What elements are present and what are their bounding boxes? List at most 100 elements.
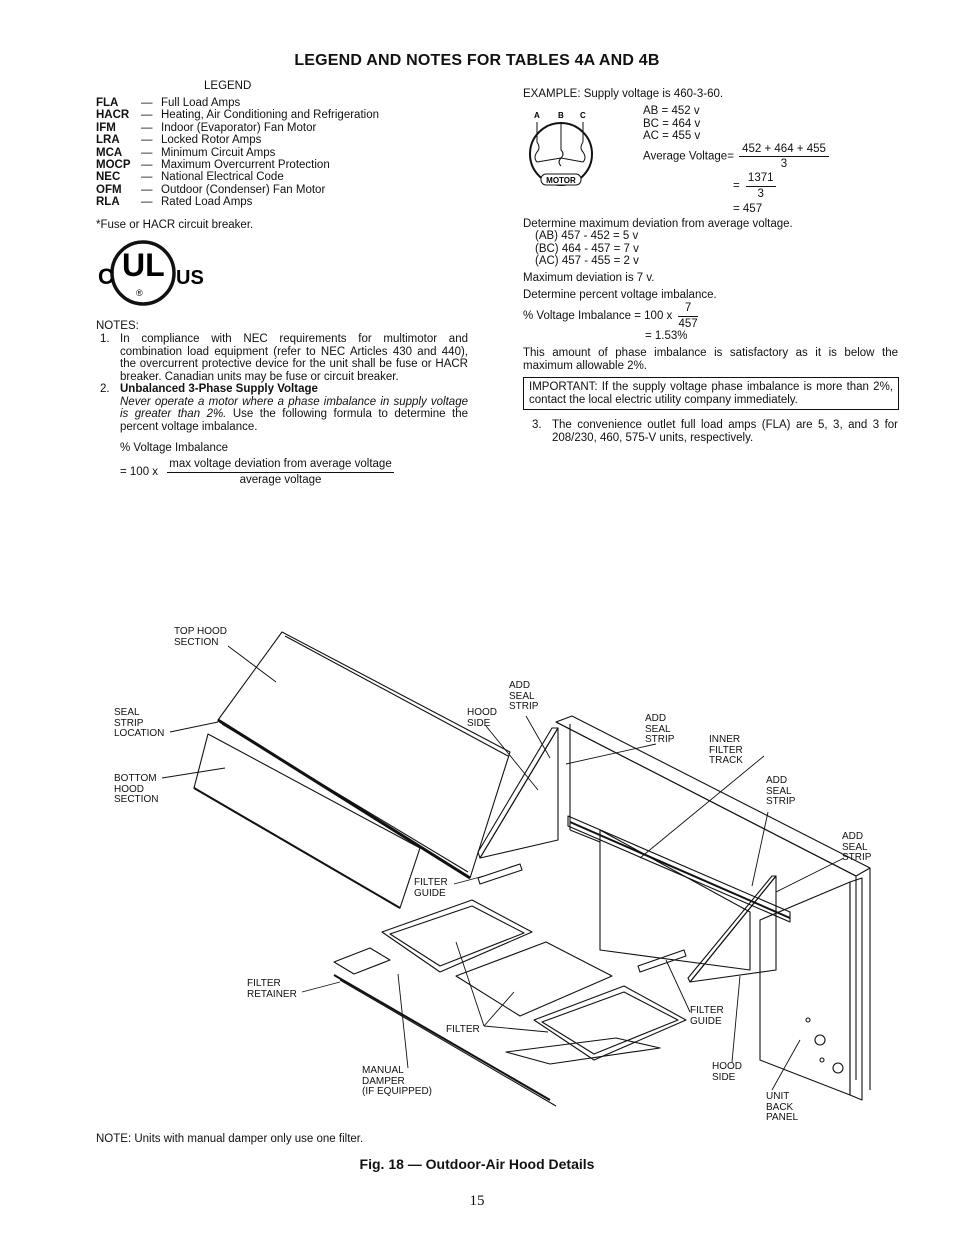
filter-guide-left-part [477,863,523,885]
figure-caption: Fig. 18 — Outdoor-Air Hood Details [359,1156,595,1172]
label-add-seal-strip-4: ADD SEAL STRIP [842,831,872,863]
average-result: = 457 [733,203,763,215]
legend-heading: LEGEND [204,80,252,92]
percent-denominator: 457 [678,317,698,330]
average-step: = 1371 3 [733,172,776,200]
motor-label: MOTOR [546,176,576,185]
legend-def: Heating, Air Conditioning and Refrigerat… [161,109,379,122]
percent-numerator: 7 [678,302,698,317]
top-hood-section-part [217,631,511,879]
note-text: In compliance with NEC requirements for … [120,333,468,383]
step-denominator: 3 [757,187,764,200]
legend-def: Rated Load Amps [161,196,253,209]
legend-row: MCA — Minimum Circuit Amps [96,147,379,159]
percent-formula: % Voltage Imbalance = 100 x 7 457 [523,302,698,330]
percent-intro: Determine percent voltage imbalance. [523,289,717,301]
legend-dash: — [141,171,153,184]
fuse-note: *Fuse or HACR circuit breaker. [96,219,254,231]
label-seal-strip-location: SEAL STRIP LOCATION [114,707,165,739]
label-hood-side-top: HOOD SIDE [467,707,497,729]
legend-def: Locked Rotor Amps [161,134,262,147]
legend-dash: — [141,97,153,109]
outdoor-air-hood-diagram [161,631,871,1107]
legend-dash: — [141,146,153,159]
label-add-seal-strip-3: ADD SEAL STRIP [766,775,796,807]
percent-fraction: 7 457 [678,302,698,330]
ul-c-letter: C [98,264,114,289]
label-filter-guide-right: FILTER GUIDE [690,1005,724,1027]
legend-def: Indoor (Evaporator) Fan Motor [161,121,317,134]
figure-note: NOTE: Units with manual damper only use … [96,1133,364,1145]
filter-middle-part [455,941,613,1017]
note-number: 2. [100,383,110,395]
unit-back-panel-part [759,877,863,1101]
legend-dash: — [141,134,153,147]
average-numerator: 452 + 464 + 455 [739,143,829,157]
label-manual-damper: MANUAL DAMPER (IF EQUIPPED) [362,1065,433,1097]
legend-row: IFM — Indoor (Evaporator) Fan Motor [96,122,379,134]
percent-label: % Voltage Imbalance = 100 x [523,310,673,323]
note-2-body: Use the following formula to determine t… [120,408,468,433]
ul-us-letters: US [176,267,204,289]
formula-prefix: = 100 x [120,466,159,479]
step-fraction: 1371 3 [745,172,776,200]
label-filter: FILTER [446,1024,480,1035]
formula-label: % Voltage Imbalance [120,442,229,454]
average-voltage-label: Average Voltage= [643,150,734,163]
unit-frame-part [555,715,871,1090]
legend-dash: — [141,109,153,122]
legend-def: Full Load Amps [161,97,241,109]
label-add-seal-strip-1: ADD SEAL STRIP [509,680,539,712]
note-number: 1. [100,333,110,345]
notes-heading: NOTES: [96,320,139,332]
legend-abbr: IFM [96,121,116,134]
legend-dash: — [141,121,153,134]
ul-certification-logo: C UL ® US [98,240,204,306]
deviation-intro: Determine maximum deviation from average… [523,218,793,230]
hood-side-right-part [687,875,777,983]
filter-right-part [533,985,687,1061]
legend-def: Maximum Overcurrent Protection [161,159,330,172]
voltage-bc: BC = 464 v [643,118,701,130]
note-1: 1. In compliance with NEC requirements f… [100,333,468,383]
legend-abbr: LRA [96,134,120,147]
equals-sign: = [733,180,740,193]
max-deviation: Maximum deviation is 7 v. [523,272,655,284]
note-2-title: Unbalanced 3-Phase Supply Voltage [120,383,318,395]
formula: = 100 x max voltage deviation from avera… [120,458,394,486]
legend-row: FLA—Full Load Amps [96,97,379,109]
deviation-ab: (AB) 457 - 452 = 5 v [535,230,639,242]
motor-diagram: A B C MOTOR [529,111,593,186]
formula-numerator: max voltage deviation from average volta… [167,458,394,473]
legend-abbr: NEC [96,171,121,184]
legend-def: National Electrical Code [161,171,284,184]
deviation-ac: (AC) 457 - 455 = 2 v [535,255,639,267]
legend-abbr: MOCP [96,159,131,172]
seal-strip-line [217,718,471,880]
legend-def: Minimum Circuit Amps [161,146,276,159]
label-add-seal-strip-2: ADD SEAL STRIP [645,713,675,745]
note-text: The convenience outlet full load amps (F… [552,419,898,444]
legend-def: Outdoor (Condenser) Fan Motor [161,183,326,196]
label-bottom-hood-section: BOTTOM HOOD SECTION [114,773,159,805]
note-3: 3. The convenience outlet full load amps… [532,419,898,444]
average-fraction: 452 + 464 + 455 3 [739,143,829,170]
legend-row: LRA — Locked Rotor Amps [96,134,379,146]
formula-denominator: average voltage [239,473,322,486]
note-number: 3. [532,419,542,431]
legend-abbr: RLA [96,196,120,209]
legend-abbr: MCA [96,146,123,159]
filter-retainer-part [333,947,391,975]
legend-row: MOCP — Maximum Overcurrent Protection [96,159,379,171]
label-inner-filter-track: INNER FILTER TRACK [709,734,743,766]
legend-list: FLA—Full Load Amps HACR—Heating, Air Con… [96,97,379,209]
average-denominator: 3 [780,157,788,170]
legend-row: NEC — National Electrical Code [96,171,379,183]
legend-dash: — [141,159,153,172]
conclusion: This amount of phase imbalance is satisf… [523,347,898,372]
motor-terminal-a: A [534,111,540,120]
hood-side-left-part [477,727,559,859]
page-title: LEGEND AND NOTES FOR TABLES 4A AND 4B [294,52,660,69]
